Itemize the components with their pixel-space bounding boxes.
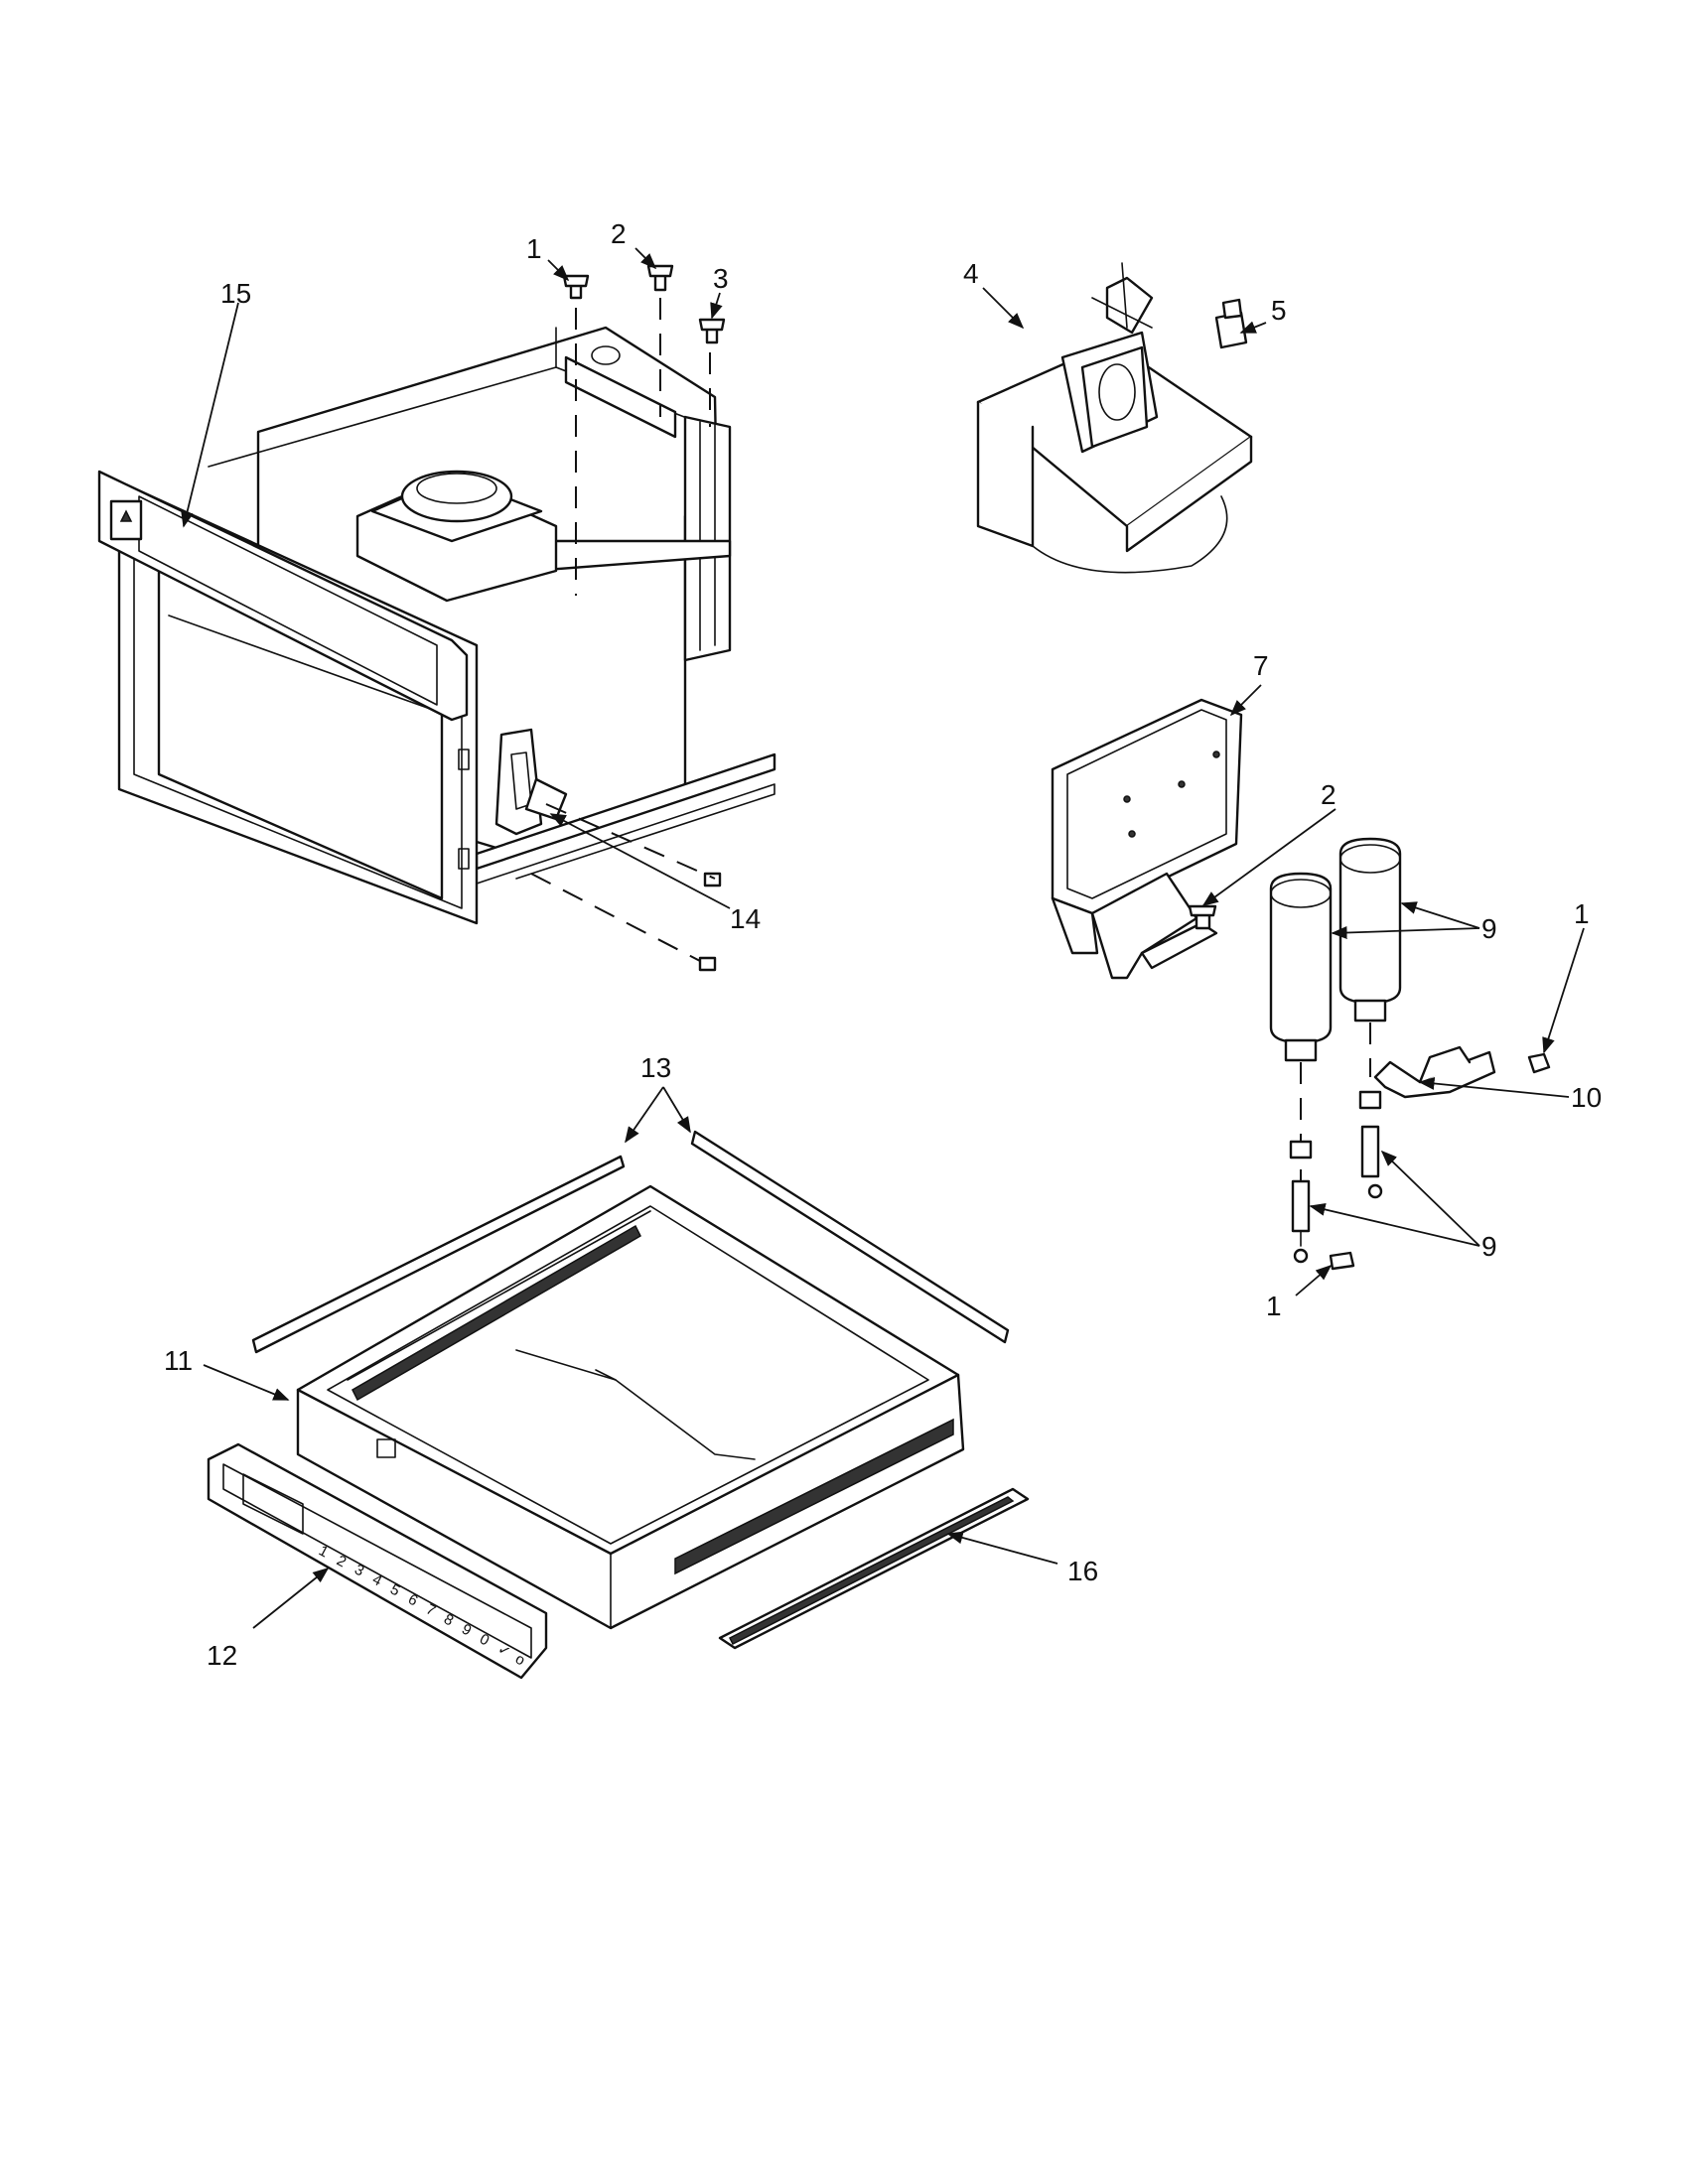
callout-16: 16 (1067, 1556, 1098, 1586)
callout-5: 5 (1271, 295, 1287, 326)
capacitor-assembly (1269, 837, 1551, 1271)
callout-7: 7 (1253, 650, 1269, 681)
callout-1-right: 1 (1574, 898, 1590, 929)
callout-4: 4 (963, 258, 979, 289)
callout-11: 11 (164, 1345, 193, 1376)
callout-2-top: 2 (611, 218, 627, 249)
callout-1-top: 1 (526, 233, 542, 264)
callout-14: 14 (730, 903, 761, 934)
callout-2-mid: 2 (1321, 779, 1336, 810)
callout-12: 12 (207, 1640, 237, 1671)
base-pan (207, 1130, 1030, 1680)
callout-9-top: 9 (1481, 913, 1497, 944)
callout-9-bottom: 9 (1481, 1231, 1497, 1262)
oven-cavity-assembly (97, 264, 776, 972)
callout-labels: 1 2 3 4 5 7 2 9 1 10 9 1 14 15 13 11 12 … (164, 218, 1602, 1671)
callout-3: 3 (713, 263, 729, 294)
callout-10: 10 (1571, 1082, 1602, 1113)
callout-13: 13 (640, 1052, 671, 1083)
callout-1-bottom: 1 (1266, 1291, 1282, 1321)
mounting-bracket (1051, 698, 1243, 980)
callout-15: 15 (220, 278, 251, 309)
leader-arrows (181, 247, 1585, 1629)
fan-motor-assembly (976, 262, 1253, 574)
keypad-buttons: 1 2 3 4 5 6 7 8 9 0 ✓ o (316, 1543, 527, 1670)
